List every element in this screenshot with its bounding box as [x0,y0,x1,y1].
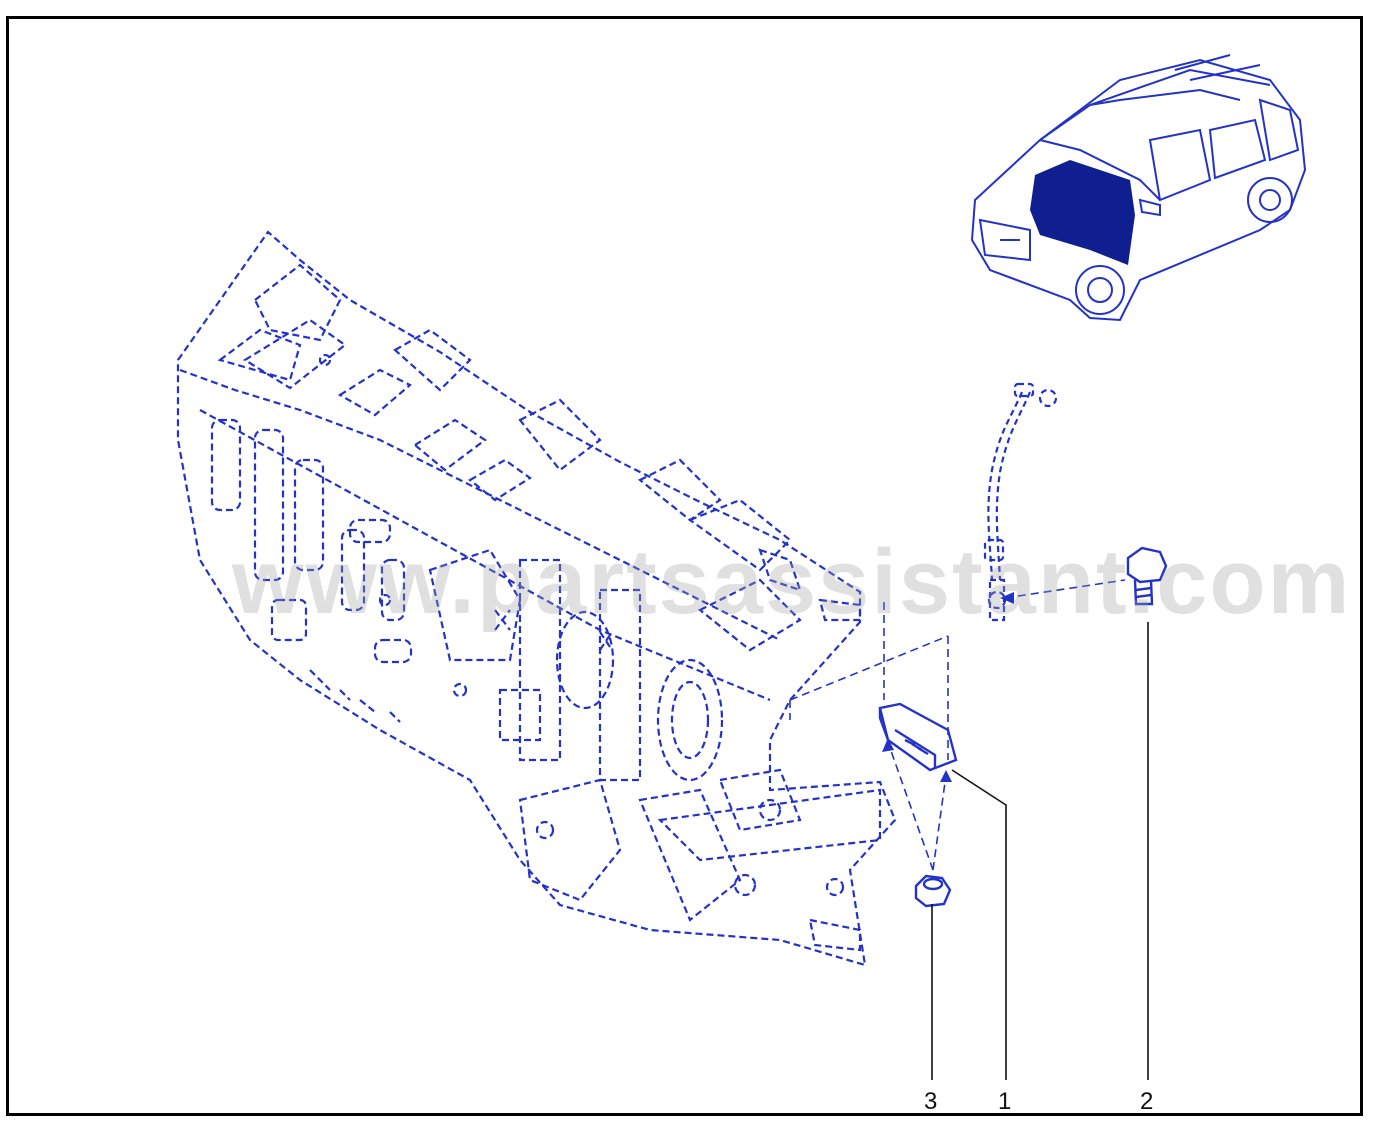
callout-1: 1 [998,1088,1012,1115]
watermark-text: www.partsassistant.com [232,531,1352,633]
bracket-part [878,702,958,772]
bolt-part [1126,546,1168,606]
vehicle-thumbnail [970,54,1307,322]
diagram-frame [6,16,1363,1116]
assembly-guide-lines [789,579,1126,871]
wiring-strap [983,382,1058,622]
callout-2: 2 [1140,1088,1154,1115]
callout-3: 3 [924,1088,938,1115]
front-panel-assembly [176,230,897,967]
guide-arrowheads [882,592,1014,782]
nut-part [914,874,952,908]
highlighted-area [1030,160,1135,265]
callout-leaders [931,622,1149,1080]
